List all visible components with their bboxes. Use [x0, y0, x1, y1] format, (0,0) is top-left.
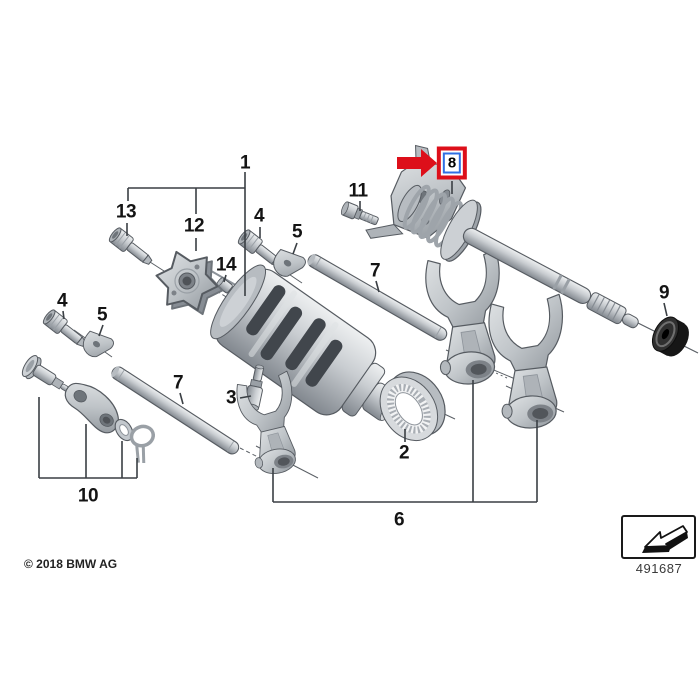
footer-badge [621, 515, 696, 559]
diagram-number: 491687 [635, 561, 683, 576]
callout-10[interactable]: 10 [77, 485, 99, 507]
bolt-4-left [40, 307, 90, 352]
bolt-11 [340, 201, 379, 226]
needle-bearing-2 [379, 371, 446, 442]
callout-7-upper[interactable]: 7 [369, 260, 381, 282]
highlight-arrow-icon [397, 149, 437, 177]
bolt-13 [106, 225, 156, 270]
callout-11[interactable]: 11 [348, 180, 368, 202]
guide-plate-5-left [82, 330, 115, 358]
callout-9[interactable]: 9 [658, 282, 670, 304]
washer-10 [114, 418, 134, 442]
callout-2[interactable]: 2 [398, 442, 410, 464]
callout-12[interactable]: 12 [183, 215, 205, 237]
copyright-text: © 2018 BMW AG [24, 557, 118, 571]
callout-7-lower[interactable]: 7 [172, 372, 184, 394]
highlight-blue-box: 8 [442, 152, 462, 174]
callout-3[interactable]: 3 [225, 387, 237, 409]
callout-5-upper[interactable]: 5 [291, 221, 303, 243]
shift-cam-hub-12 [155, 250, 224, 316]
callout-8-highlighted[interactable]: 8 [436, 146, 468, 180]
callout-13[interactable]: 13 [115, 201, 137, 223]
callout-4-left[interactable]: 4 [56, 290, 68, 312]
rubber-damper-9 [651, 316, 689, 357]
link-lever-10 [64, 382, 119, 434]
highlight-red-box: 8 [436, 146, 468, 180]
spring-clip-10 [129, 424, 155, 464]
callout-leader-lines [38, 172, 668, 503]
gearshift-arm-assembly-8 [365, 144, 639, 329]
shift-fork-right-2 [487, 293, 569, 431]
guide-plate-5-upper [273, 248, 306, 277]
page-corner-arrow-icon [642, 525, 688, 553]
callout-1[interactable]: 1 [239, 152, 251, 174]
callout-4-upper[interactable]: 4 [253, 205, 265, 227]
callout-5-left[interactable]: 5 [96, 304, 108, 326]
callout-6[interactable]: 6 [393, 509, 405, 531]
callout-14[interactable]: 14 [215, 254, 237, 276]
shift-drum [210, 264, 400, 421]
